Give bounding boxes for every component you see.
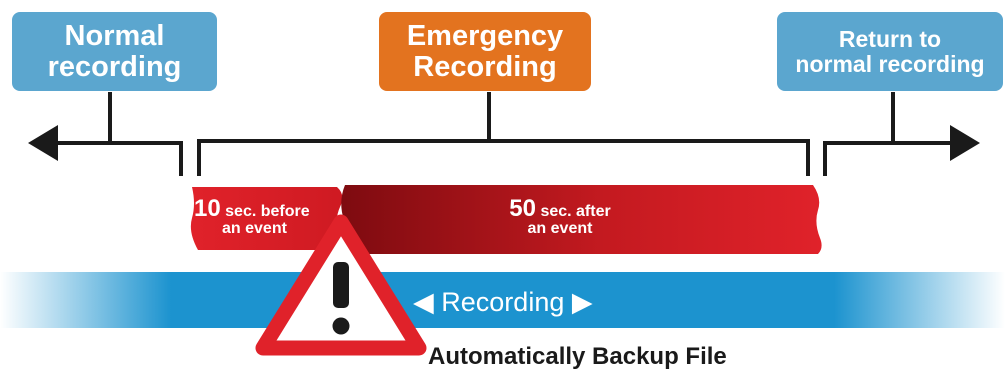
recording-text: Recording <box>441 287 565 317</box>
recording-right-triangle-icon: ▶ <box>571 287 593 317</box>
before-seconds: 10 <box>194 195 221 222</box>
recording-bar <box>0 272 1005 328</box>
emergency-bracket <box>197 92 810 176</box>
after-line2: an event <box>527 220 593 238</box>
normal-recording-box: Normal recording <box>12 12 217 91</box>
return-line2: normal recording <box>795 50 985 77</box>
after-unit: sec. after <box>540 203 611 220</box>
segment-before-event <box>190 187 343 250</box>
segment-after-event <box>341 185 822 254</box>
right-arrow-head-icon <box>950 125 980 161</box>
normal-recording-line2: recording <box>47 50 182 83</box>
emergency-recording-line1: Emergency <box>406 20 564 53</box>
before-unit: sec. before <box>225 203 310 220</box>
recording-label: ◀ Recording ▶ <box>413 287 593 318</box>
emergency-recording-box: Emergency Recording <box>379 12 591 91</box>
emergency-recording-line2: Recording <box>413 50 557 83</box>
left-timeline <box>50 92 183 176</box>
return-to-normal-box: Return to normal recording <box>777 12 1003 91</box>
after-seconds: 50 <box>509 195 536 222</box>
left-arrow-head-icon <box>28 125 58 161</box>
return-line1: Return to <box>838 26 942 53</box>
recording-left-triangle-icon: ◀ <box>413 287 434 317</box>
before-event-label: 10 sec. before an event <box>194 196 344 238</box>
before-line2: an event <box>222 220 287 238</box>
normal-recording-line1: Normal <box>64 20 165 53</box>
backup-file-caption: Automatically Backup File <box>428 343 727 370</box>
right-timeline <box>823 92 955 176</box>
after-event-label: 50 sec. after an event <box>470 196 650 238</box>
warning-triangle-icon <box>255 214 427 356</box>
